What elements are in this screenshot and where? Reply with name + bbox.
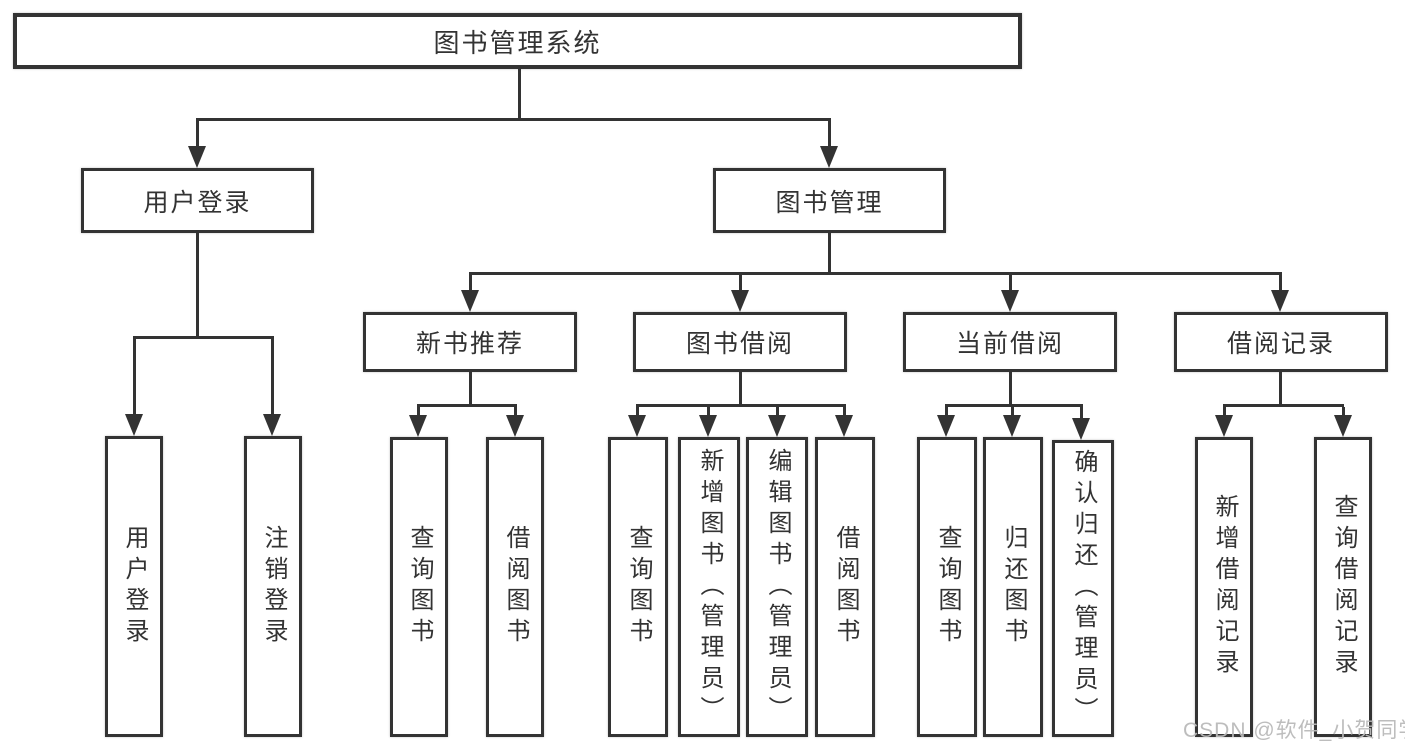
arrow-down-icon: [731, 290, 749, 312]
connector-drop-records: [1279, 275, 1282, 292]
node-user-login: 用户登录: [81, 168, 314, 233]
connector-drop-new-books: [469, 275, 472, 292]
leaf-query-books-current: 查询图书: [917, 437, 977, 737]
arrow-down-icon: [1001, 290, 1019, 312]
node-label: 借阅图书: [832, 525, 859, 649]
node-label: 注销登录: [260, 524, 287, 649]
csdn-watermark: CSDN @软件_小贺同学: [1183, 719, 1405, 742]
node-label: 查询借阅记录: [1330, 494, 1357, 680]
arrow-down-icon: [699, 415, 717, 437]
connector-level3-rail: [469, 272, 1282, 275]
node-label: 新增借阅记录: [1211, 494, 1238, 680]
arrow-down-icon: [628, 415, 646, 437]
node-label: 借阅记录: [1226, 330, 1335, 358]
connector-drop: [417, 407, 420, 416]
node-current-borrowing: 当前借阅: [903, 312, 1117, 372]
connector-drop: [1011, 407, 1014, 416]
connector-drop-logout: [271, 339, 274, 416]
leaf-return-books: 归还图书: [983, 437, 1043, 737]
node-label: 借阅图书: [502, 525, 529, 649]
arrow-down-icon: [1072, 418, 1090, 440]
node-label: 查询图书: [934, 525, 961, 649]
connector-drop: [1223, 407, 1226, 416]
connector-drop: [945, 407, 948, 416]
connector-userlogin-stem: [196, 233, 199, 336]
leaf-query-books-recommend: 查询图书: [390, 437, 448, 737]
leaf-logout: 注销登录: [244, 436, 302, 737]
connector-current-stem: [1009, 372, 1012, 404]
connector-borrowing-stem: [739, 372, 742, 404]
arrow-down-icon: [1003, 415, 1021, 437]
arrow-down-icon: [409, 415, 427, 437]
arrow-down-icon: [125, 414, 143, 436]
leaf-add-borrow-record: 新增借阅记录: [1195, 437, 1253, 737]
node-label: 用户登录: [121, 524, 148, 649]
arrow-down-icon: [188, 146, 206, 168]
connector-drop: [843, 407, 846, 416]
connector-drop: [707, 407, 710, 416]
arrow-down-icon: [461, 290, 479, 312]
node-library-management-system: 图书管理系统: [13, 13, 1022, 69]
arrow-down-icon: [506, 415, 524, 437]
leaf-query-books-borrowing: 查询图书: [608, 437, 668, 737]
node-label: 归还图书: [1000, 525, 1027, 649]
connector-level2-rail: [196, 118, 831, 121]
leaf-user-login: 用户登录: [105, 436, 163, 737]
connector-drop: [1080, 407, 1083, 419]
arrow-down-icon: [1334, 415, 1352, 437]
arrow-down-icon: [835, 415, 853, 437]
leaf-add-books-admin: 新增图书（管理员）: [678, 437, 740, 737]
connector-drop-current: [1009, 275, 1012, 292]
connector-drop-borrowing: [739, 275, 742, 292]
connector-drop: [776, 407, 779, 416]
node-label: 当前借阅: [955, 330, 1064, 358]
leaf-borrow-books: 借阅图书: [815, 437, 875, 737]
node-label: 新增图书（管理员）: [696, 447, 723, 727]
leaf-confirm-return-admin: 确认归还（管理员）: [1052, 440, 1114, 737]
leaf-borrow-books-recommend: 借阅图书: [486, 437, 544, 737]
connector-records-stem: [1279, 372, 1282, 404]
arrow-down-icon: [937, 415, 955, 437]
leaf-edit-books-admin: 编辑图书（管理员）: [746, 437, 808, 737]
node-label: 图书借阅: [685, 330, 794, 358]
connector-drop-book-mgmt: [828, 121, 831, 148]
node-label: 图书管理系统: [433, 27, 602, 58]
connector-newbooks-stem: [469, 372, 472, 404]
node-label: 确认归还（管理员）: [1070, 449, 1097, 728]
connector-bookmgmt-stem: [828, 233, 831, 272]
connector-borrowing-rail: [636, 404, 846, 407]
node-book-management: 图书管理: [713, 168, 946, 233]
node-label: 查询图书: [625, 525, 652, 649]
node-book-borrowing: 图书借阅: [633, 312, 847, 372]
node-borrowing-records: 借阅记录: [1174, 312, 1388, 372]
connector-drop-user-login: [196, 121, 199, 148]
connector-drop: [514, 407, 517, 416]
arrow-down-icon: [1271, 290, 1289, 312]
node-label: 新书推荐: [415, 330, 524, 358]
connector-drop-login: [133, 339, 136, 416]
connector-current-rail: [945, 404, 1083, 407]
node-label: 用户登录: [143, 188, 252, 217]
node-label: 查询图书: [406, 525, 433, 649]
arrow-down-icon: [1215, 415, 1233, 437]
node-label: 编辑图书（管理员）: [764, 447, 791, 727]
node-label: 图书管理: [775, 188, 884, 217]
connector-newbooks-rail: [417, 404, 517, 407]
connector-records-rail: [1223, 404, 1344, 407]
connector-drop: [1342, 407, 1345, 416]
connector-drop: [636, 407, 639, 416]
connector-root-stem: [518, 69, 521, 121]
node-new-book-recommend: 新书推荐: [363, 312, 577, 372]
leaf-query-borrow-record: 查询借阅记录: [1314, 437, 1372, 737]
arrow-down-icon: [263, 414, 281, 436]
arrow-down-icon: [820, 146, 838, 168]
connector-userlogin-rail: [133, 336, 274, 339]
arrow-down-icon: [768, 415, 786, 437]
